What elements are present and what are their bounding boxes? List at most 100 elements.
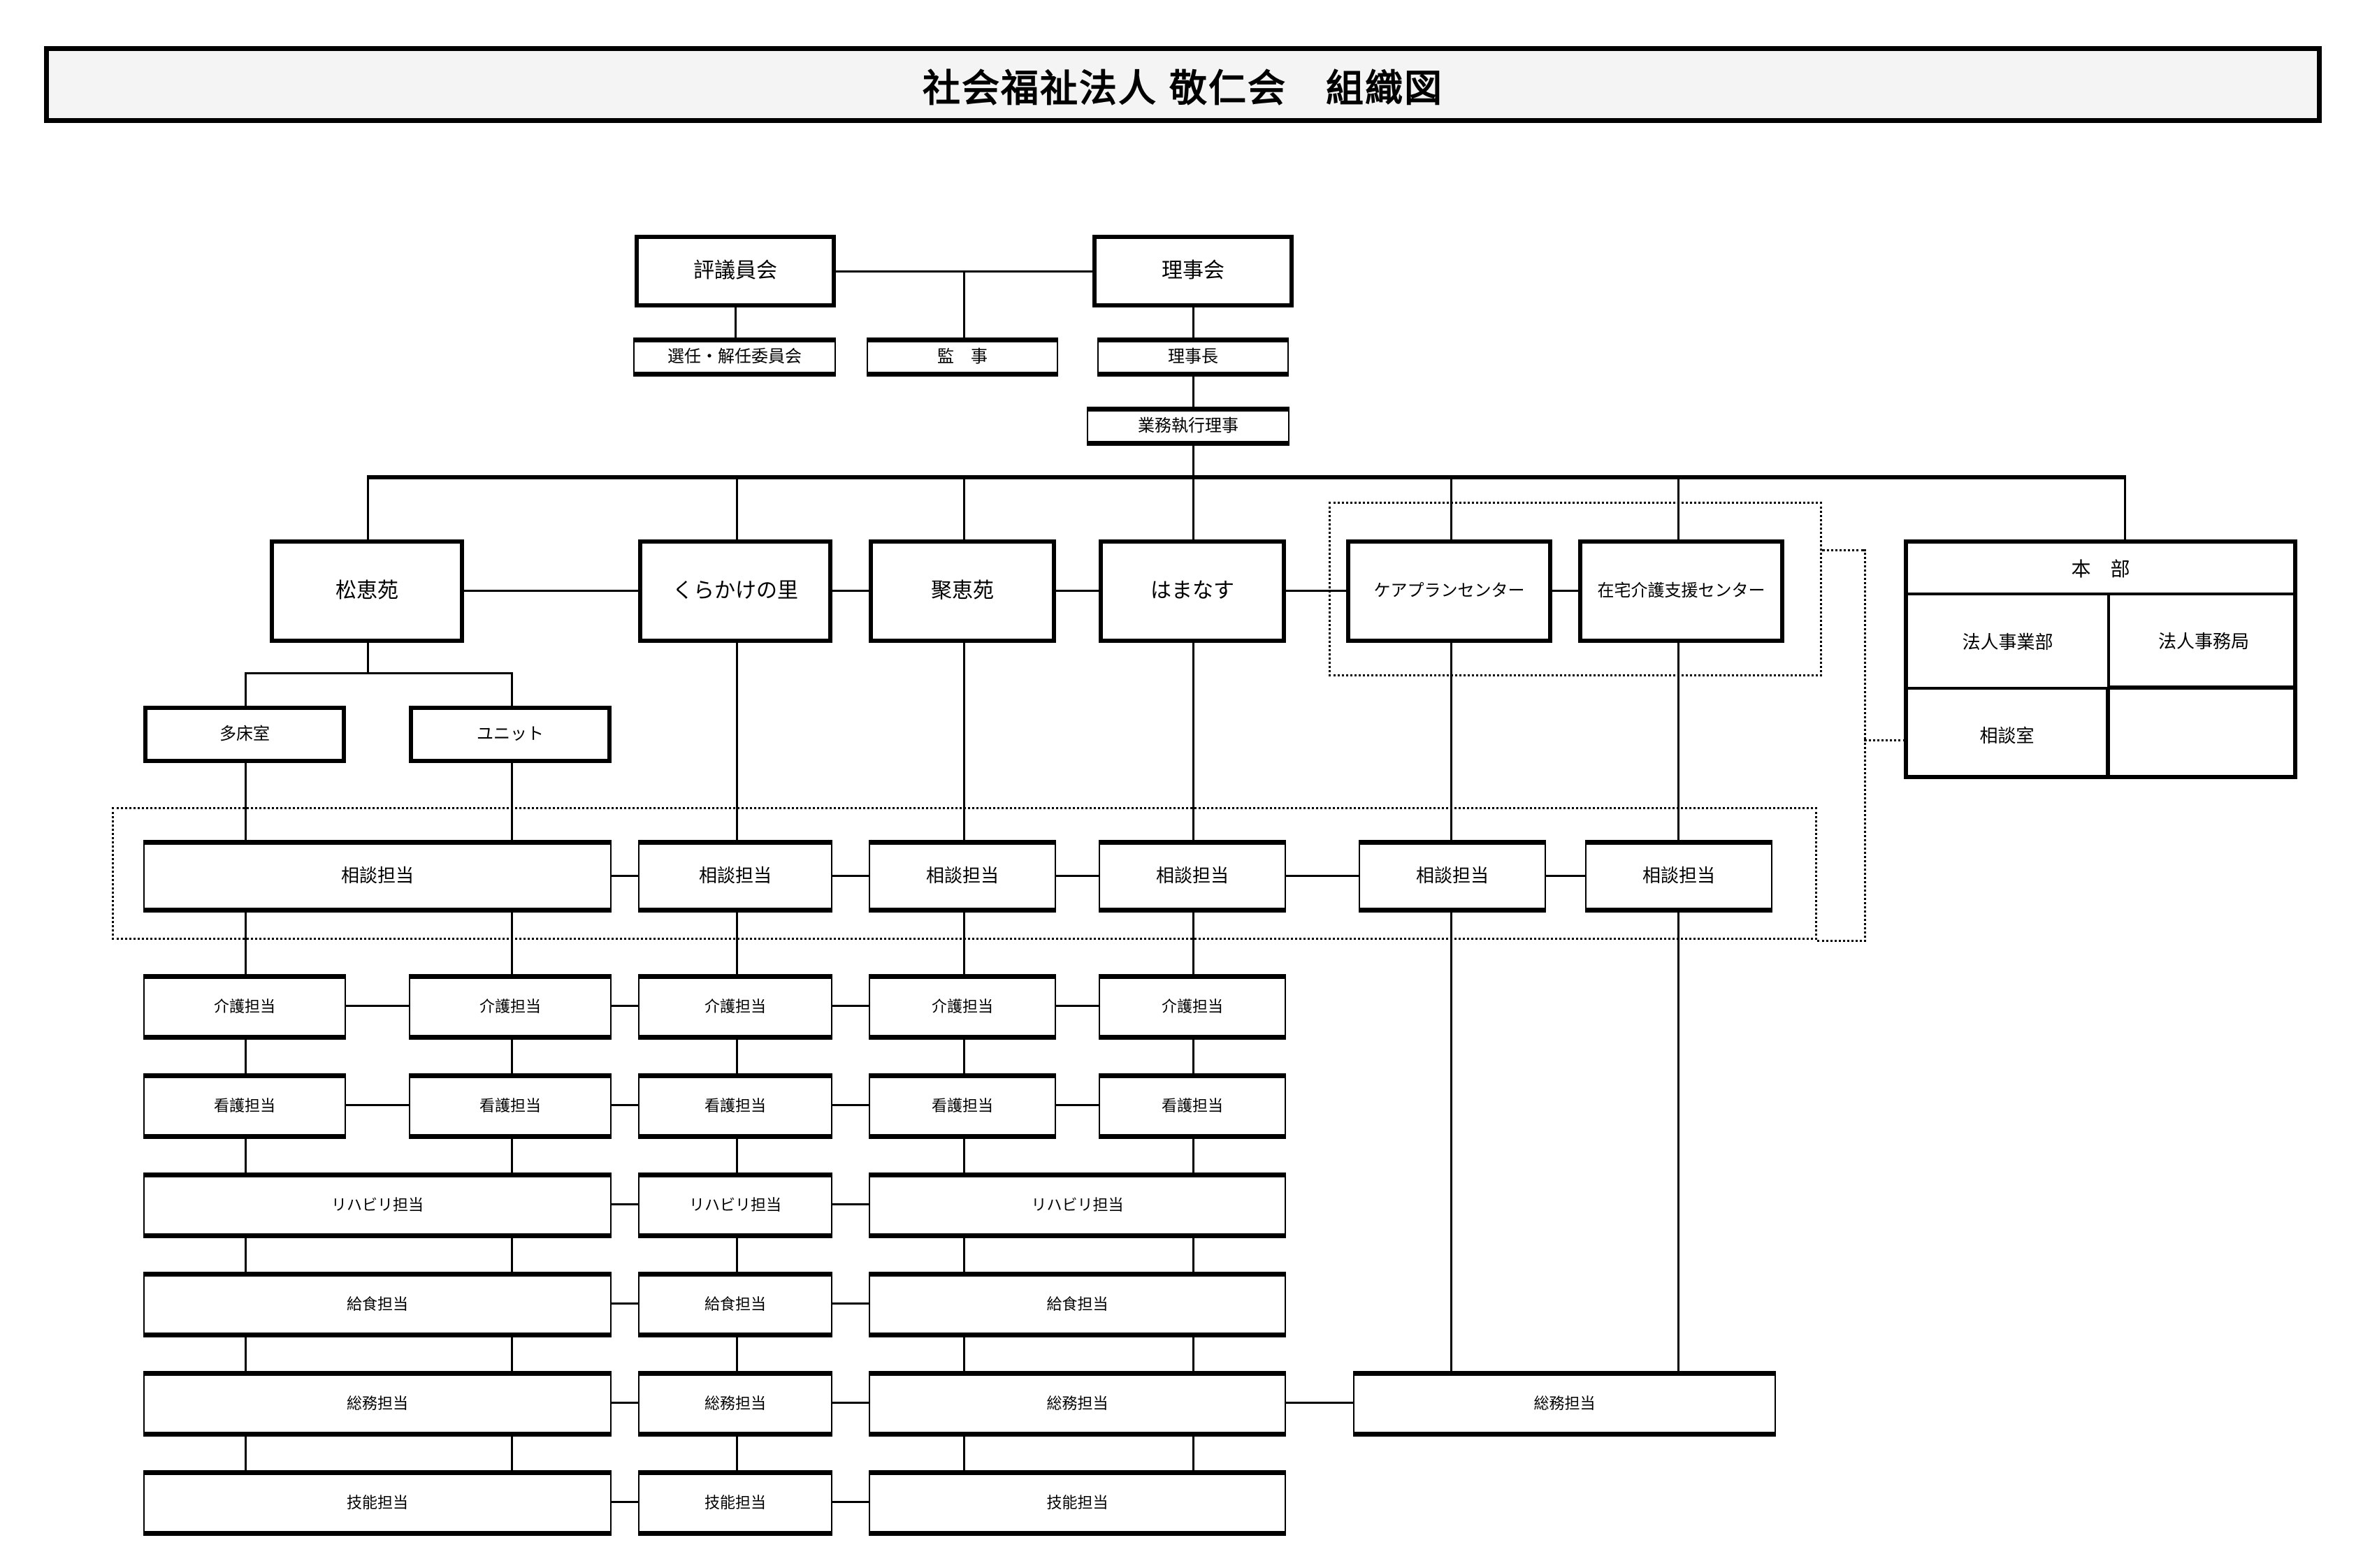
facility-kurakake-no-sato-label: くらかけの里	[672, 579, 798, 602]
node-soudan-2[interactable]: 相談担当	[638, 840, 832, 913]
node-rehabili-1[interactable]: リハビリ担当	[143, 1173, 612, 1238]
node-rehabili-3-label: リハビリ担当	[1031, 1196, 1124, 1214]
node-kaigo-4[interactable]: 介護担当	[869, 974, 1056, 1040]
bus-drop-shuuenen	[963, 475, 965, 539]
node-soudan-4[interactable]: 相談担当	[1099, 840, 1286, 913]
node-kaigo-2[interactable]: 介護担当	[409, 974, 612, 1040]
node-ginou-2[interactable]: 技能担当	[638, 1470, 832, 1536]
node-ginou-1[interactable]: 技能担当	[143, 1470, 612, 1536]
facility-shouenen[interactable]: 松恵苑	[270, 539, 464, 643]
dotted-group-zaitaku-services	[1329, 502, 1822, 676]
drop-soumu2-ginou2	[736, 1437, 738, 1470]
honbu-jigyoubu-label: 法人事業部	[1962, 632, 2053, 653]
link-soudan-1-2	[612, 875, 638, 877]
node-rehabili-2-label: リハビリ担当	[688, 1196, 781, 1214]
honbu-header-label: 本 部	[2071, 558, 2130, 580]
node-rehabili-2[interactable]: リハビリ担当	[638, 1173, 832, 1238]
node-hyougiinkai-label: 評議員会	[693, 259, 777, 282]
node-soudan-3[interactable]: 相談担当	[869, 840, 1056, 913]
node-soumu-2[interactable]: 総務担当	[638, 1371, 832, 1437]
drop-rehabili3b-kyuushoku3b	[1192, 1238, 1194, 1272]
node-kaigo-1[interactable]: 介護担当	[143, 974, 346, 1040]
facility-shuuenen[interactable]: 聚恵苑	[869, 539, 1056, 643]
node-gyoumu-shikkou-riji[interactable]: 業務執行理事	[1087, 407, 1289, 446]
link-ginou-1-2	[612, 1501, 638, 1503]
node-kanji[interactable]: 監 事	[867, 337, 1058, 377]
drop-kaigo1-kango1	[245, 1040, 247, 1073]
bus-drop-zaitaku	[1677, 475, 1679, 539]
node-kyuushoku-1[interactable]: 給食担当	[143, 1272, 612, 1337]
node-kango-3[interactable]: 看護担当	[638, 1073, 832, 1139]
node-rijichou[interactable]: 理事長	[1097, 337, 1289, 377]
facility-hamanasu-label: はまなす	[1150, 579, 1234, 602]
node-soumu-3-label: 総務担当	[1046, 1394, 1108, 1412]
link-kango-3-4	[832, 1104, 869, 1106]
drop-kaigo3-kango3	[736, 1040, 738, 1073]
chart-title-bar: 社会福祉法人 敬仁会 組織図	[44, 46, 2322, 123]
node-kyuushoku-2[interactable]: 給食担当	[638, 1272, 832, 1337]
bus-drop-careplan	[1450, 475, 1452, 539]
facility-care-plan-center[interactable]: ケアプランセンター	[1346, 539, 1552, 643]
node-sennin-kainin-iinkai[interactable]: 選任・解任委員会	[633, 337, 836, 377]
node-kaigo-4-label: 介護担当	[931, 997, 993, 1015]
node-rijikai-label: 理事会	[1162, 259, 1224, 282]
node-hyougiinkai[interactable]: 評議員会	[635, 235, 836, 307]
drop-soumu3b-ginou3b	[1192, 1437, 1194, 1470]
node-ginou-1-label: 技能担当	[346, 1493, 408, 1511]
node-soumu-4[interactable]: 総務担当	[1353, 1371, 1776, 1437]
link-kango-2-3	[612, 1104, 638, 1106]
drop-soumu3-ginou3	[963, 1437, 965, 1470]
drop-kango3-rehabili2	[736, 1139, 738, 1173]
drop-kyuushoku2-soumu2	[736, 1337, 738, 1371]
drop-soudan5-to-soumu4	[1450, 913, 1452, 1371]
drop-kango2-rehabili1b	[511, 1139, 513, 1173]
node-kaigo-5[interactable]: 介護担当	[1099, 974, 1286, 1040]
node-kango-2[interactable]: 看護担当	[409, 1073, 612, 1139]
node-kaigo-5-label: 介護担当	[1161, 997, 1223, 1015]
node-unit[interactable]: ユニット	[409, 706, 612, 763]
link-shouenen-down	[367, 643, 369, 672]
node-kango-4[interactable]: 看護担当	[869, 1073, 1056, 1139]
link-fac-3-4	[1056, 590, 1099, 592]
link-soudan-5-6	[1546, 875, 1585, 877]
drop-kyuushoku3b-soumu3b	[1192, 1337, 1194, 1371]
node-rehabili-3[interactable]: リハビリ担当	[869, 1173, 1286, 1238]
facility-kurakake-no-sato[interactable]: くらかけの里	[638, 539, 832, 643]
link-soumu-1-2	[612, 1402, 638, 1404]
drop-kyuushoku1-soumu1	[245, 1337, 247, 1371]
node-rijichou-label: 理事長	[1168, 347, 1218, 366]
node-soudan-5-label: 相談担当	[1415, 865, 1489, 887]
node-kango-5[interactable]: 看護担当	[1099, 1073, 1286, 1139]
link-soumu-3-4	[1286, 1402, 1353, 1404]
node-tashoushitsu[interactable]: 多床室	[143, 706, 346, 763]
node-soudan-5[interactable]: 相談担当	[1359, 840, 1546, 913]
link-kango-4-5	[1056, 1104, 1099, 1106]
node-soudan-1[interactable]: 相談担当	[143, 840, 612, 913]
honbu-cell-jimukyoku[interactable]: 法人事務局	[2110, 595, 2297, 690]
drop-careplan-to-soudan	[1450, 643, 1452, 845]
node-soumu-1-label: 総務担当	[346, 1394, 408, 1412]
node-kango-1[interactable]: 看護担当	[143, 1073, 346, 1139]
node-ginou-3[interactable]: 技能担当	[869, 1470, 1286, 1536]
drop-soudan2-kaigo3	[736, 913, 738, 974]
honbu-cell-jigyoubu[interactable]: 法人事業部	[1908, 595, 2110, 690]
honbu-block[interactable]: 本 部 法人事業部 法人事務局 相談室	[1904, 539, 2297, 779]
node-soudan-6[interactable]: 相談担当	[1585, 840, 1772, 913]
node-soumu-1[interactable]: 総務担当	[143, 1371, 612, 1437]
facility-zaitaku-kaigo-center[interactable]: 在宅介護支援センター	[1578, 539, 1784, 643]
drop-soumu1b-ginou1b	[511, 1437, 513, 1470]
node-kyuushoku-2-label: 給食担当	[704, 1295, 766, 1313]
node-kango-3-label: 看護担当	[704, 1096, 766, 1115]
node-kaigo-3[interactable]: 介護担当	[638, 974, 832, 1040]
node-rijikai[interactable]: 理事会	[1092, 235, 1294, 307]
node-kyuushoku-3[interactable]: 給食担当	[869, 1272, 1286, 1337]
node-soudan-4-label: 相談担当	[1155, 865, 1229, 887]
node-kyuushoku-1-label: 給食担当	[346, 1295, 408, 1313]
facility-hamanasu[interactable]: はまなす	[1099, 539, 1286, 643]
node-soudan-2-label: 相談担当	[698, 865, 772, 887]
link-hyougi-to-sennin	[735, 307, 737, 337]
honbu-cell-soudanshitsu[interactable]: 相談室	[1908, 690, 2110, 779]
drop-soudan4-kaigo5	[1192, 913, 1194, 974]
node-soumu-3[interactable]: 総務担当	[869, 1371, 1286, 1437]
drop-kyuushoku1b-soumu1b	[511, 1337, 513, 1371]
